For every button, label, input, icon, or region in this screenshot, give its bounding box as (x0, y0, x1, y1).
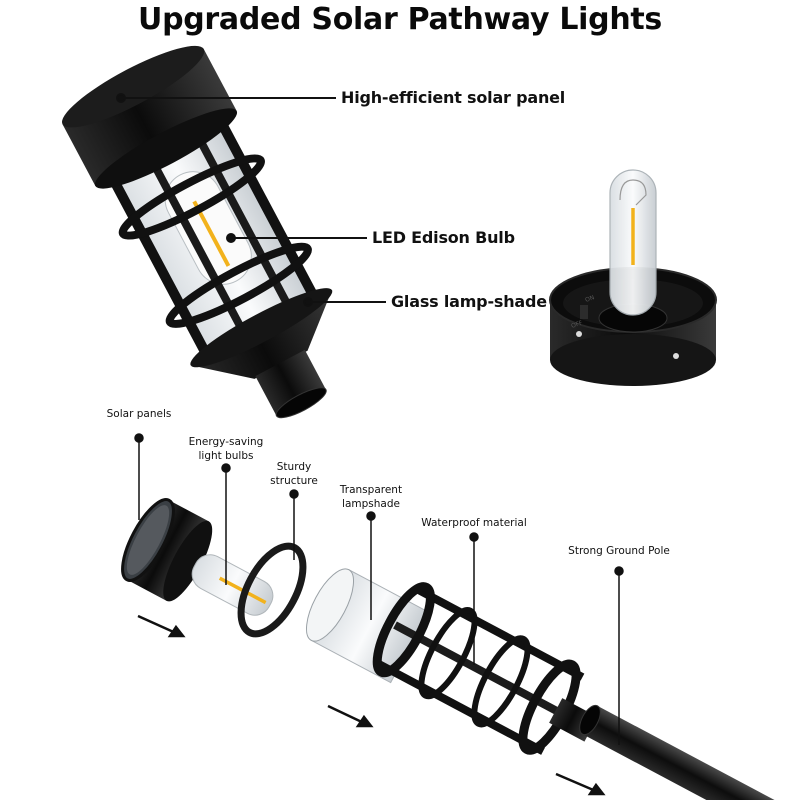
callout-glass-lampshade: Glass lamp-shade (391, 292, 547, 311)
svg-text:OFF: OFF (570, 319, 584, 330)
power-switch[interactable] (580, 305, 588, 319)
callout-ground-pole: Strong Ground Pole (568, 545, 670, 557)
callout-solar-panels: Solar panels (106, 408, 172, 420)
exploded-callout-lines (134, 433, 624, 745)
exploded-view (121, 498, 792, 800)
callout-waterproof-material: Waterproof material (421, 517, 527, 529)
callout-solar-panel: High-efficient solar panel (341, 88, 566, 107)
assembled-lamp (62, 45, 333, 419)
top-callout-lines (116, 93, 386, 307)
arrow-right-down-icon (555, 772, 606, 796)
svg-text:ON: ON (584, 294, 595, 304)
direction-arrows (137, 614, 606, 796)
arrow-right-down-icon (327, 704, 374, 728)
arrow-right-down-icon (137, 614, 186, 638)
callout-led-edison-bulb: LED Edison Bulb (372, 228, 515, 247)
base-with-bulb: ON OFF (549, 169, 717, 386)
page-title: Upgraded Solar Pathway Lights (138, 2, 662, 37)
